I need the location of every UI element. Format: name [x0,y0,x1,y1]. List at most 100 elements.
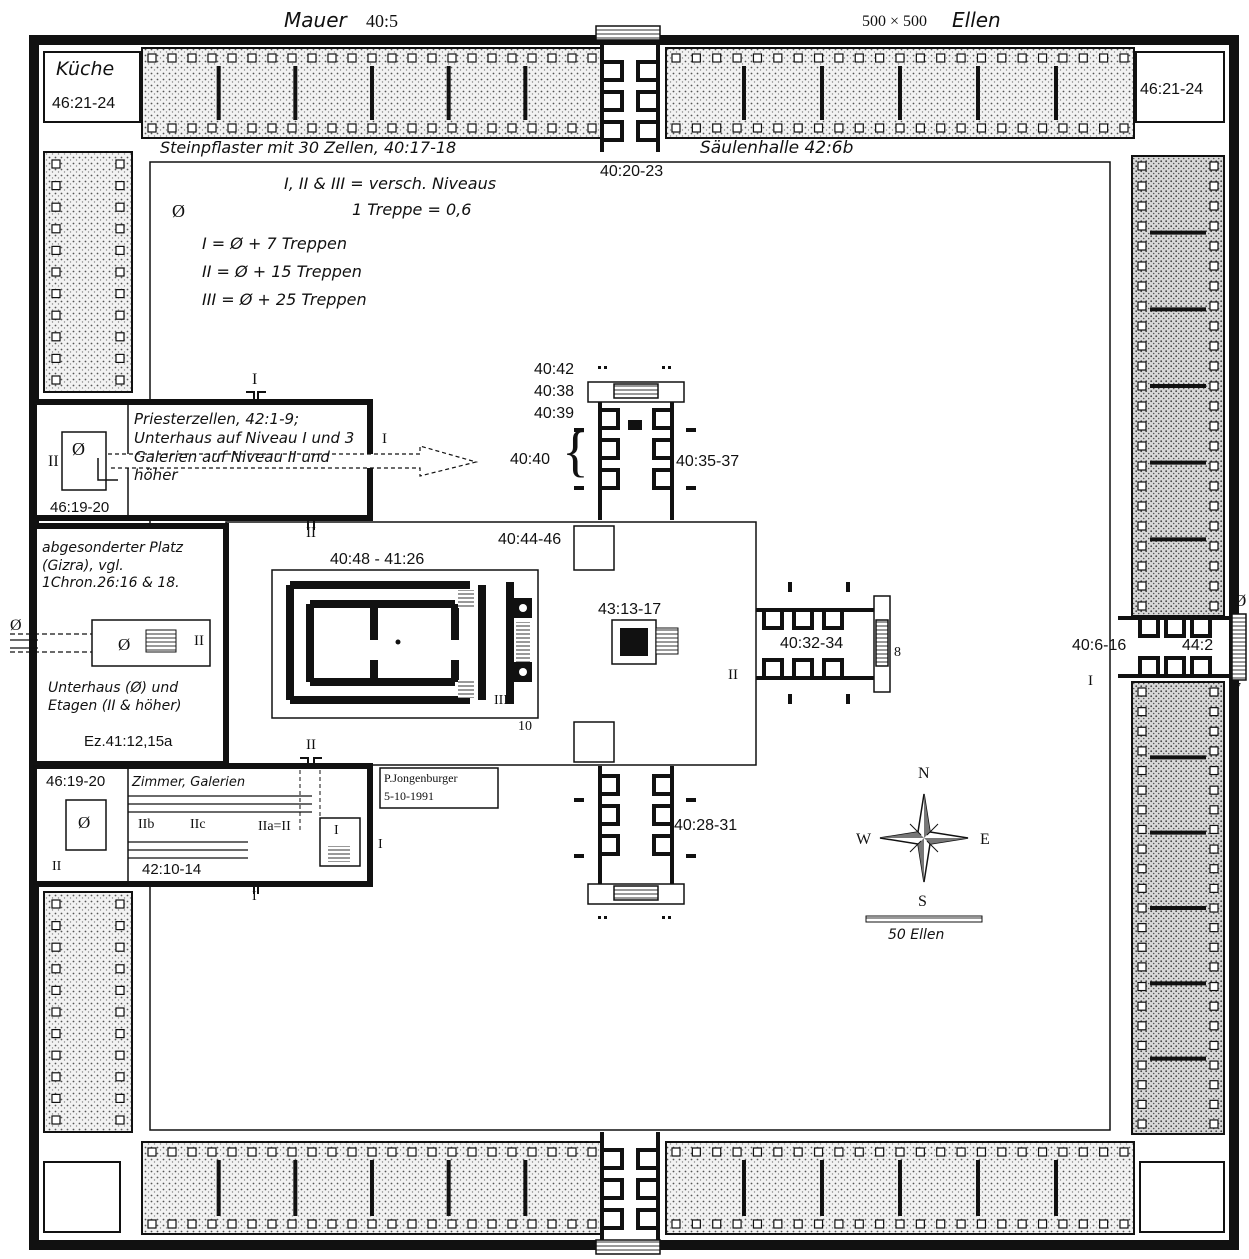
column [487,53,497,63]
column [51,942,61,952]
column [875,123,885,133]
column [1137,805,1147,815]
column [1137,1060,1147,1070]
column [793,53,803,63]
column [834,123,844,133]
column [247,1219,257,1229]
column [1209,942,1219,952]
column [115,181,125,191]
column [1209,421,1219,431]
kitchen-se [1139,1161,1225,1233]
column [427,1147,437,1157]
column [1058,1219,1068,1229]
legend-zero: Ø [172,201,185,221]
compass-s: S [918,893,927,910]
column [813,1147,824,1157]
column [1209,401,1219,411]
column [976,53,987,63]
column [1209,261,1219,271]
column [956,1219,966,1229]
outer-east-gate [1118,613,1247,681]
column [875,53,885,63]
column [267,53,277,63]
column [51,181,61,191]
column [1137,441,1147,451]
column [671,1147,681,1157]
column [447,123,457,133]
column [487,1219,497,1229]
column [1209,281,1219,291]
column [387,123,397,133]
column [307,53,317,63]
column [1137,321,1147,331]
compass-e: E [980,831,990,848]
column [1209,501,1219,511]
label-8: 8 [894,645,901,660]
column [347,1219,357,1229]
column [115,267,125,277]
column [691,1147,701,1157]
column [307,1219,317,1229]
stairs-s [458,680,474,698]
column [1137,962,1147,972]
label-40-44: 40:44-46 [498,531,562,548]
scale-label: 50 Ellen [888,927,945,943]
compass-rose [879,793,969,883]
label-east-gate: 40:32-34 [780,635,844,652]
label-40-40: 40:40 [510,451,551,468]
column [1099,53,1109,63]
column [1137,864,1147,874]
column [467,53,477,63]
pillar-s-dot [519,668,527,676]
column [997,123,1007,133]
column [187,123,197,133]
column [51,289,61,299]
column [1209,461,1219,471]
brace-40-40: { [562,421,589,483]
column [327,1147,337,1157]
column [247,123,257,133]
column [1017,53,1027,63]
sw-galleries-s [128,841,248,859]
column [567,1147,577,1157]
column [1209,521,1219,531]
column [1209,765,1219,776]
column [1137,765,1147,776]
column [1037,123,1048,133]
column [1137,707,1147,717]
column [115,245,125,255]
column [793,123,803,133]
column [51,202,61,212]
column [51,1028,61,1039]
column [407,1219,417,1229]
label-10: 10 [518,719,532,734]
label-40-6: 40:6-16 [1072,637,1127,654]
column [227,53,237,63]
column [227,1147,237,1157]
column [51,985,61,996]
column [327,123,337,133]
column [387,53,397,63]
column [1137,903,1147,913]
column [387,1147,397,1157]
column [547,1219,557,1229]
column [115,1050,125,1060]
column [813,1219,824,1229]
column [1137,1080,1147,1090]
column [1137,521,1147,531]
column [51,1093,61,1104]
column [51,267,61,277]
sw-I-east: I [378,837,383,852]
column [1209,341,1219,351]
column [447,1147,457,1157]
column [367,123,377,133]
column [1119,1219,1129,1229]
label-40-35: 40:35-37 [676,453,740,470]
sw-level-II: II [306,737,316,753]
column [51,224,61,234]
column [115,332,125,342]
column [267,123,277,133]
column [895,53,905,63]
sw-ref: 46:19-20 [46,773,106,790]
column [915,1147,925,1157]
